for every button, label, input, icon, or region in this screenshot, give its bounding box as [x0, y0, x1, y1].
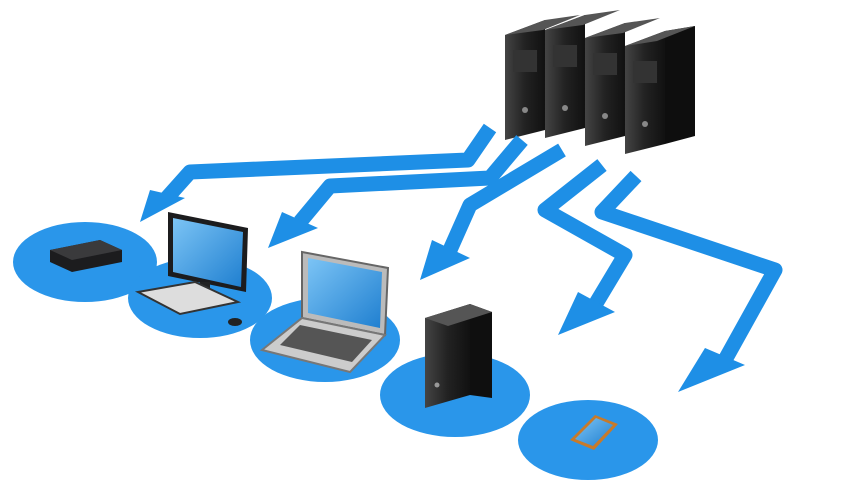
arrow-to-laptop — [443, 143, 566, 254]
arrow-to-tower — [537, 159, 633, 309]
arrow-to-phone — [594, 170, 783, 364]
arrowhead-icon — [420, 240, 470, 280]
arrow-to-set-top-box — [159, 123, 497, 205]
arrowhead-icon — [678, 348, 745, 392]
arrow-to-desktop — [294, 135, 528, 227]
tower-pc-icon — [425, 304, 492, 408]
arrowhead-icon — [140, 190, 185, 222]
smartphone-icon — [570, 415, 618, 450]
server-rack-icon — [505, 10, 695, 154]
laptop-icon — [259, 250, 390, 374]
arrowhead-icon — [268, 212, 318, 248]
arrowhead-icon — [558, 292, 615, 335]
desktop-computer-icon — [134, 212, 248, 326]
set-top-box-icon — [50, 240, 122, 272]
connection-arrows — [159, 123, 783, 364]
